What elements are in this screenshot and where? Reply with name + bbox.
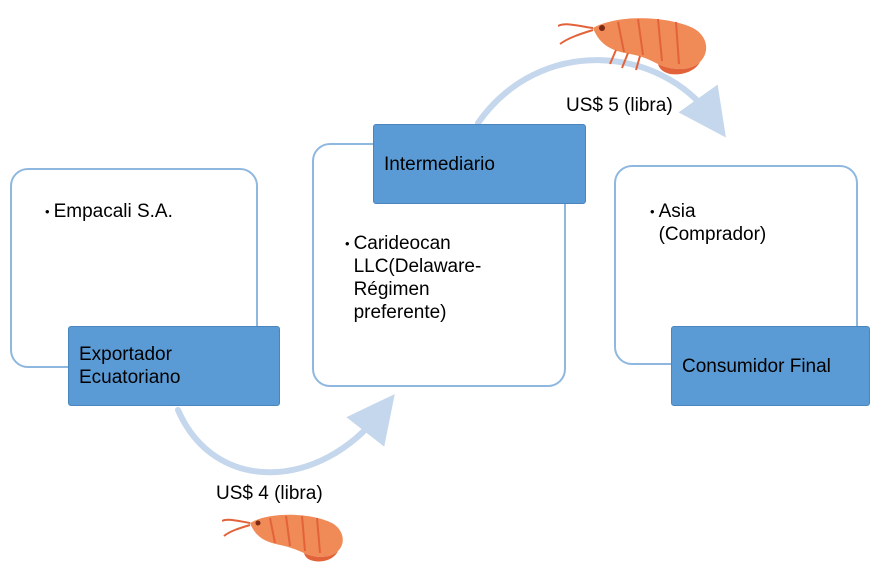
- exporter-label: Exportador Ecuatoriano: [68, 326, 280, 406]
- intermediary-label: Intermediario: [373, 124, 586, 204]
- exporter-item: • Empacali S.A.: [45, 201, 173, 222]
- consumer-label: Consumidor Final: [671, 326, 870, 406]
- arrow-exporter-to-intermediary: [175, 394, 395, 476]
- arrow-intermediary-to-consumer: [475, 57, 726, 138]
- shrimp-icon: [558, 18, 707, 75]
- intermediary-item: • Carideocan LLC(Delaware- Régimen prefe…: [345, 233, 482, 323]
- price-label-second: US$ 5 (libra): [566, 95, 673, 116]
- shrimp-icon: [222, 514, 343, 562]
- consumer-item: • Asia (Comprador): [650, 201, 767, 245]
- price-label-first: US$ 4 (libra): [216, 483, 323, 504]
